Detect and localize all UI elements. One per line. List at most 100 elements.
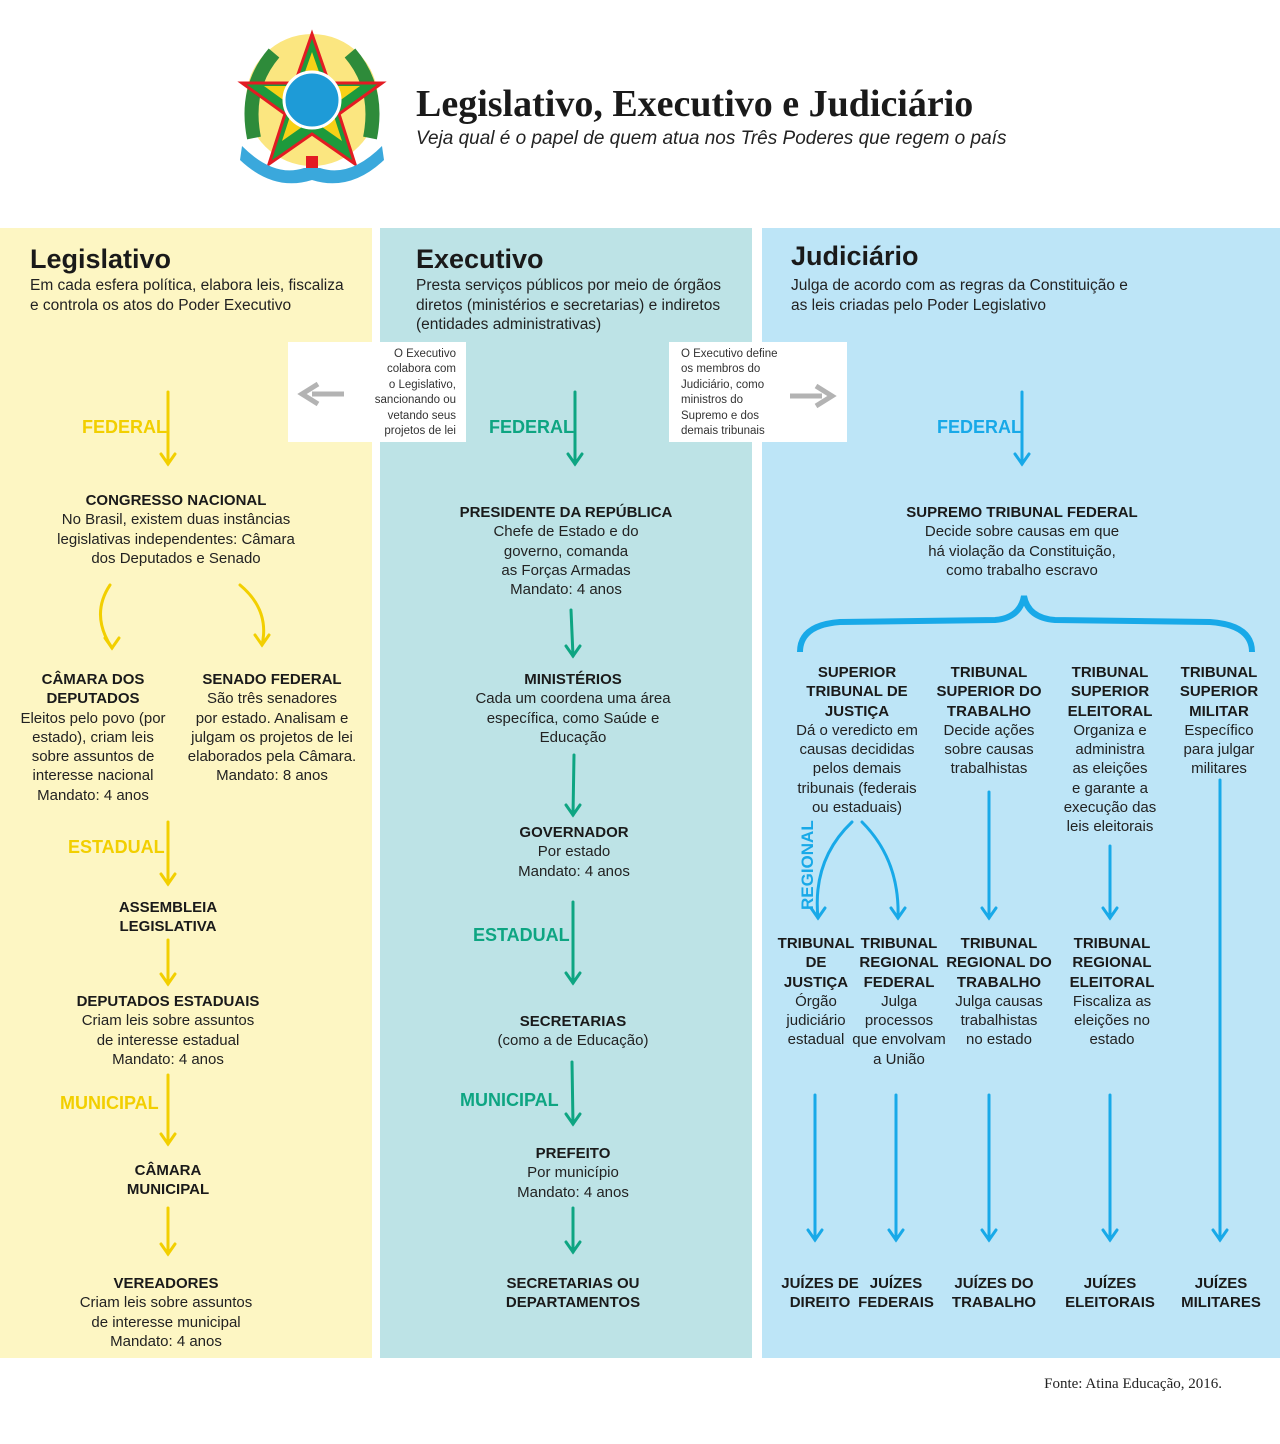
arrow-left-gray [297,381,344,407]
node-juizes-eleitorais: JUÍZES ELEITORAIS [1065,1274,1155,1313]
legislativo-heading: Legislativo [30,244,172,274]
note-text: O Executivo define os membros do Judiciá… [681,348,778,438]
node-desc: Específico para julgar militares [1183,721,1255,778]
arrow-exe-governador [571,753,576,817]
level-estadual-legislativo: ESTADUAL [68,837,165,857]
node-title: TRIBUNAL SUPERIOR MILITAR [1179,664,1259,720]
arrow-leg-federal-head [159,452,177,467]
node-desc: Decide sobre causas em que há violação d… [924,523,1120,579]
arrow-exe-municipal-head [564,1112,582,1127]
node-title: SECRETARIAS [519,1013,627,1030]
node-secretarias: SECRETARIAS (como a de Educação) [463,1012,683,1051]
node-juizes-direito: JUÍZES DE DIREITO [775,1274,865,1313]
node-title: GOVERNADOR [519,824,629,841]
node-desc: Eleitos pelo povo (por estado), criam le… [20,709,166,804]
arrow-leg-camara-mun-head [159,1242,177,1257]
arrow-jud-trf [860,820,900,920]
arrow-leg-senado [238,583,266,647]
node-juizes-militares: JUÍZES MILITARES [1176,1274,1266,1313]
brazil-coat-of-arms [237,29,387,184]
judiciario-description: Julga de acordo com as regras da Constit… [791,277,1128,314]
node-title: JUÍZES DO TRABALHO [951,1275,1037,1312]
node-title: CÂMARA MUNICIPAL [126,1162,210,1199]
node-secretarias-departamentos: SECRETARIAS OU DEPARTAMENTOS [463,1274,683,1313]
arrow-leg-assembleia-head [159,972,177,987]
arrow-right-gray [790,383,837,409]
page-subtitle: Veja qual é o papel de quem atua nos Trê… [416,128,1007,149]
node-desc: Órgão judiciário estadual [786,992,846,1049]
node-title: CONGRESSO NACIONAL [85,492,267,509]
node-presidente: PRESIDENTE DA REPÚBLICA Chefe de Estado e… [436,503,696,599]
node-camara-municipal: CÂMARA MUNICIPAL [68,1161,268,1200]
level-municipal-executivo: MUNICIPAL [460,1090,559,1110]
node-senado-federal: SENADO FEDERAL São três senadores por est… [182,670,362,786]
arrow-jud-trabalho-head [980,1228,998,1243]
node-juizes-federais: JUÍZES FEDERAIS [851,1274,941,1313]
node-title: DEPUTADOS ESTADUAIS [76,993,260,1010]
node-desc: Por município Mandato: 4 anos [517,1164,629,1201]
level-federal-executivo: FEDERAL [489,417,574,437]
node-deputados-estaduais: DEPUTADOS ESTADUAIS Criam leis sobre assu… [38,992,298,1069]
node-desc: Dá o veredicto em causas decididas pelos… [796,721,918,817]
node-desc: Julga causas trabalhistas no estado [955,992,1043,1049]
node-desc: São três senadores por estado. Analisam … [187,690,357,785]
node-desc: (como a de Educação) [497,1032,649,1050]
node-desc: Fiscaliza as eleições no estado [1072,992,1152,1049]
executivo-heading: Executivo [416,244,544,274]
node-desc: Organiza e administra as eleições e gara… [1063,721,1157,836]
node-desc: Julga processos que envolvam a União [852,992,946,1068]
arrow-exe-federal-head [566,452,584,467]
node-title: TRIBUNAL REGIONAL DO TRABALHO [946,935,1052,991]
arrow-exe-governador-head [564,803,582,818]
arrow-jud-tj [815,820,854,920]
arrow-exe-secretarias-head [564,1240,582,1255]
arrow-exe-estadual-head [564,971,582,986]
node-title: ASSEMBLEIA LEGISLATIVA [118,899,218,936]
arrow-jud-federais-head [887,1228,905,1243]
node-desc: Chefe de Estado e do governo, comanda as… [493,523,639,599]
level-federal-judiciario: FEDERAL [937,417,1022,437]
node-title: SUPERIOR TRIBUNAL DE JUSTIÇA [806,664,908,720]
level-federal-legislativo: FEDERAL [82,417,167,437]
node-desc: Criam leis sobre assuntos de interesse e… [81,1012,255,1068]
node-desc: Por estado Mandato: 4 anos [518,843,630,880]
arrow-jud-federal-head [1013,452,1031,467]
arrow-exe-ministerios-head [564,644,582,659]
note-text: O Executivo colabora com o Legislativo, … [374,348,456,438]
node-title: TRIBUNAL REGIONAL ELEITORAL [1069,935,1155,991]
arrow-leg-municipal-head [159,1132,177,1147]
arrow-exe-municipal [570,1060,575,1126]
node-title: JUÍZES MILITARES [1181,1275,1261,1312]
node-desc: Criam leis sobre assuntos de interesse m… [79,1294,253,1350]
node-desc: Cada um coordena uma área específica, co… [475,690,671,746]
note-box-judiciario: O Executivo define os membros do Judiciá… [669,342,847,442]
node-desc: No Brasil, existem duas instâncias legis… [57,511,295,567]
judiciario-heading: Judiciário [791,241,919,271]
node-juizes-trabalho: JUÍZES DO TRABALHO [949,1274,1039,1313]
note-box-legislativo: O Executivo colabora com o Legislativo, … [288,342,466,442]
node-title: TRIBUNAL SUPERIOR ELEITORAL [1067,664,1153,720]
arrow-jud-militares-head [1211,1228,1229,1243]
arrow-leg-estadual-head [159,872,177,887]
arrow-jud-direito-head [806,1228,824,1243]
node-title: TRIBUNAL DE JUSTIÇA [777,935,855,991]
node-title: TRIBUNAL REGIONAL FEDERAL [859,935,939,991]
legislativo-description: Em cada esfera política, elabora leis, f… [30,277,344,314]
node-title: SENADO FEDERAL [202,671,342,688]
executivo-description: Presta serviços públicos por meio de órg… [416,277,721,333]
source-credit: Fonte: Atina Educação, 2016. [1044,1376,1222,1392]
node-title: PRESIDENTE DA REPÚBLICA [459,504,673,521]
arrow-leg-camara-head [103,636,121,651]
